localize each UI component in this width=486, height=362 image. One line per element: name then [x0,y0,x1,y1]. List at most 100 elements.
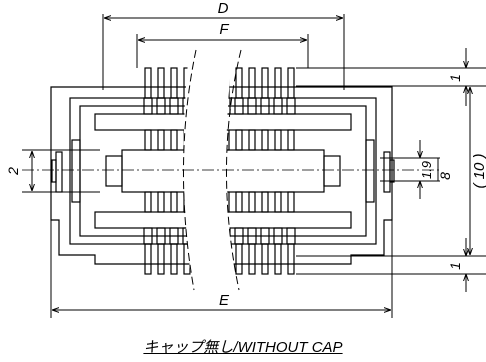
lower-pin [274,243,282,275]
connector-left-half [50,67,374,275]
upper-pin-shoulder [209,98,217,114]
left-latch-tab [51,159,57,183]
upper-contact [287,129,295,151]
lower-contact [145,192,151,212]
right-guide [366,140,374,202]
lower-contact [197,192,203,212]
left-guide [72,140,80,202]
lower-pin [261,243,269,275]
upper-contact [275,130,281,150]
right-inner-notch [324,156,340,186]
center-slot [226,149,325,193]
upper-pin [171,68,177,98]
lower-pin-shoulder [196,228,204,244]
dimension-bottom-pin-label: 1 [447,262,463,270]
housing-outline [50,86,196,265]
upper-contact [288,130,294,150]
upper-pin [261,67,269,99]
lower-contact [210,192,216,212]
upper-pin-shoulder [273,97,283,115]
dimension-center [420,140,439,199]
right-guide [365,139,375,203]
upper-pin [275,68,281,98]
dimension-E [50,218,393,318]
dimension-left-height [22,149,100,193]
lower-contact [144,191,152,213]
left-side-latch [56,152,62,192]
lower-contact [158,192,164,212]
lower-contact [248,191,256,213]
upper-pin [184,68,190,98]
lower-pin [288,244,294,274]
dimension-center-height-label: 8 [437,172,453,180]
upper-pin [287,67,295,99]
upper-contact [210,130,216,150]
lower-rail [94,211,196,229]
lower-contact [210,192,216,212]
right-latch-tab [389,159,395,183]
dimension-F-label: F [219,21,229,38]
lower-contact [288,192,294,212]
upper-rail [94,113,196,131]
dimension-left-height-label: 2 [5,167,21,176]
upper-contact [262,130,268,150]
lower-pin [223,244,229,274]
lower-pin [171,244,177,274]
upper-pin [274,67,282,99]
upper-rail [226,113,352,131]
upper-pin [288,68,294,98]
upper-pin-shoulder [169,97,179,115]
lower-contact [275,192,281,212]
lower-pin-shoulder [209,228,217,244]
dimension-D [102,14,345,90]
upper-pin [249,68,255,98]
housing-recess [79,105,196,237]
upper-pin [144,67,152,99]
dimension-top-pin-label: 1 [447,74,463,82]
lower-contact [157,191,165,213]
housing-inner-frame [69,97,196,245]
left-inner-notch [105,155,123,187]
lower-pin [262,244,268,274]
lower-contact [197,192,203,212]
lower-pin [145,244,151,274]
upper-pin-shoulder [286,97,296,115]
upper-contact [236,130,242,150]
upper-pin-shoulder [209,98,217,114]
upper-contact [144,129,152,151]
upper-pin-shoulder [143,97,153,115]
lower-contact [287,191,295,213]
upper-contact [157,129,165,151]
upper-pin-shoulder [195,97,196,115]
lower-contact [236,192,242,212]
lower-pin [158,244,164,274]
upper-contact [235,129,243,151]
upper-pin-shoulder [234,97,244,115]
upper-pin [210,68,216,98]
upper-contact [197,130,203,150]
lower-pin [236,244,242,274]
lower-pin [197,244,203,274]
upper-pin-shoulder [196,98,204,114]
upper-pin [210,68,216,98]
upper-pin-shoulder [226,97,231,115]
lower-pin [226,243,230,275]
upper-pin [197,68,203,98]
upper-pin [236,68,242,98]
left-guide [71,139,81,203]
upper-pin [145,68,151,98]
lower-pin [235,243,243,275]
upper-contact [226,129,230,151]
dimension-center-gap-label: 1.9 [419,161,434,179]
lower-pin [157,243,165,275]
left-inner-notch [106,156,122,186]
connector-right-half [56,67,395,275]
upper-pin-shoulder [247,97,257,115]
lower-contact [274,191,282,213]
left-side-latch [55,151,63,193]
dimension-D-label: D [218,0,229,17]
upper-contact [184,130,190,150]
upper-contact [249,130,255,150]
lower-pin-shoulder [222,228,230,244]
drawing-caption: キャップ無し/WITHOUT CAP [143,339,343,356]
